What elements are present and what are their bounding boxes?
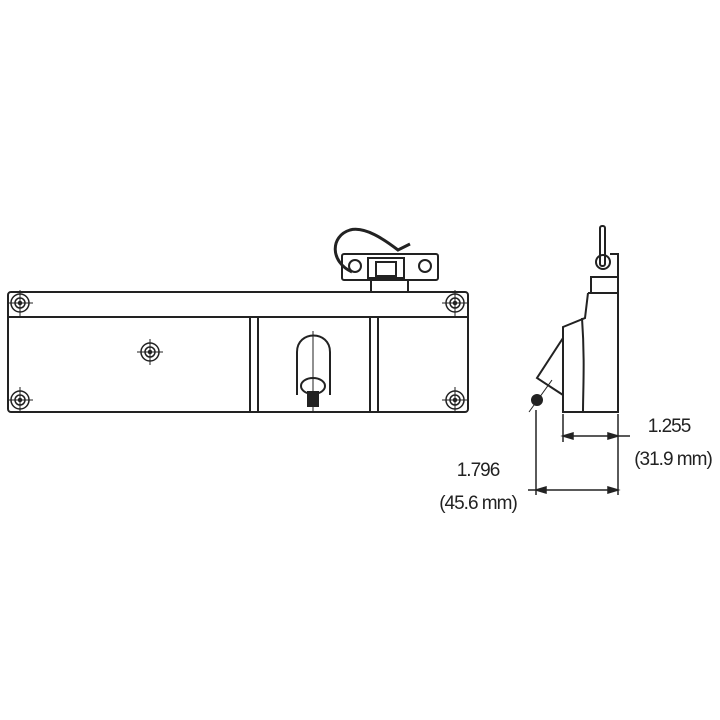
dimension-depth-inches: 1.255	[647, 416, 692, 437]
screw-icon	[7, 290, 33, 316]
dimension-lines	[528, 410, 630, 495]
housing-outline	[7, 291, 469, 413]
side-view	[528, 225, 619, 413]
screw-icon	[137, 339, 163, 365]
dimension-overall-inches: 1.796	[456, 460, 501, 481]
front-view	[7, 227, 469, 413]
clip-bracket	[333, 227, 439, 292]
dimension-depth-mm: (31.9 mm)	[634, 449, 713, 470]
lamp-lens	[296, 331, 331, 412]
screw-icon	[442, 387, 468, 413]
screw-icon	[7, 387, 33, 413]
screw-icon	[442, 290, 468, 316]
dimension-overall-mm: (45.6 mm)	[439, 493, 518, 514]
